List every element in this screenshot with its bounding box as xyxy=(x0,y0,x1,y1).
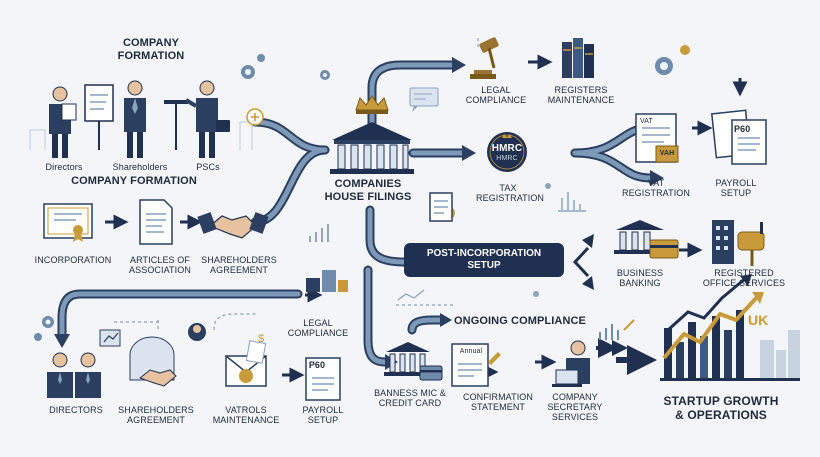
vat-doc-text: VAT xyxy=(640,118,653,125)
tax-registration-label: TAX REGISTRATION xyxy=(476,183,545,203)
p60-bottom-doc-text: P60 xyxy=(308,360,326,370)
legal-compliance-label: LEGAL COMPLIANCE xyxy=(465,85,527,105)
company-formation-title: COMPANY FORMATION xyxy=(117,37,185,62)
books-icon xyxy=(562,38,594,78)
dollar-icon: $ xyxy=(258,333,264,345)
bank-icon xyxy=(614,220,666,254)
handshake-icon xyxy=(197,212,269,239)
mailbox-icon xyxy=(737,222,765,266)
gavel-icon xyxy=(470,37,499,79)
payroll-setup-bottom-label: PAYROLL SETUP xyxy=(302,405,344,425)
business-banking-label: BUSINESS BANKING xyxy=(616,268,664,288)
shareholders-agreement-bottom-label: SHAREHOLDERS AGREEMENT xyxy=(118,405,194,425)
companies-house-building-icon xyxy=(330,122,414,174)
post-incorporation-setup-box: POST-INCORPORATION SETUP xyxy=(404,243,564,277)
vat-registration-label: VAT REGISTRATION xyxy=(621,178,691,198)
shareholders-handshake-icon xyxy=(129,336,177,387)
articles-document-icon xyxy=(139,199,173,245)
screen-card-icon xyxy=(409,87,439,112)
directors-people-icon xyxy=(47,352,101,398)
vah-tag-text: VAH xyxy=(659,150,675,157)
ongoing-compliance-title: ONGOING COMPLIANCE xyxy=(454,315,586,327)
formation-people xyxy=(29,80,253,158)
confirmation-statement-icon xyxy=(451,343,501,387)
legal-compliance-blocks-icon xyxy=(306,270,348,292)
p60-doc-text: P60 xyxy=(734,124,751,134)
envelope-icon xyxy=(225,340,267,387)
business-credit-card-label: BANNESS MIC & CREDIT CARD xyxy=(374,388,446,408)
hmrc-badge-subtext: HMRC xyxy=(496,155,518,162)
confirmation-statement-label: CONFIRMATION STATEMENT xyxy=(462,392,534,412)
chart-screen-icon xyxy=(99,329,121,347)
growth-chart-icon xyxy=(599,274,800,381)
directors-bottom-label: DIRECTORS xyxy=(49,405,103,415)
annual-doc-text: Annual xyxy=(459,348,483,355)
hmrc-badge-icon xyxy=(487,132,527,172)
dashed-connectors xyxy=(114,38,479,331)
certificate-icon xyxy=(43,203,93,242)
vatrols-maintenance-label: VATROLS MAINTENANCE xyxy=(212,405,280,425)
startup-growth-label: STARTUP GROWTH & OPERATIONS xyxy=(663,394,779,422)
small-circles xyxy=(533,183,551,297)
companies-house-filings-label: COMPANIES HOUSE FILINGS xyxy=(324,178,412,203)
crown-icon xyxy=(355,95,389,114)
registered-office-services-label: REGISTERED OFFICE SERVICES xyxy=(702,268,786,288)
p60-document-icon xyxy=(305,357,341,401)
hmrc-badge-text: HMRC xyxy=(491,143,523,154)
payroll-document-icon xyxy=(710,109,767,165)
step-shareholders-agreement: SHAREHOLDERS AGREEMENT xyxy=(201,255,277,275)
card-icon xyxy=(649,239,679,259)
company-secretary-services-label: COMPANY SECRETARY SERVICES xyxy=(547,392,603,422)
tax-document-icon xyxy=(429,192,453,222)
legal-compliance-mid-label: LEGAL COMPLIANCE xyxy=(287,318,349,338)
company-formation-caption: COMPANY FORMATION xyxy=(71,175,197,187)
payroll-setup-label: PAYROLL SETUP xyxy=(715,178,757,198)
office-building-icon xyxy=(712,220,734,264)
mini-chart-icon xyxy=(309,192,586,242)
company-secretary-icon xyxy=(552,340,590,387)
step-incorporation: INCORPORATION xyxy=(34,255,112,265)
vat-document-icon xyxy=(635,113,679,163)
bank-card-icon xyxy=(384,342,443,381)
role-pscs: PSCs xyxy=(196,162,220,172)
role-directors: Directors xyxy=(45,162,83,172)
role-shareholders: Shareholders xyxy=(112,162,168,172)
step-articles-of-association: ARTICLES OF ASSOCIATION xyxy=(129,255,191,275)
uk-badge: UK xyxy=(748,312,769,328)
registers-maintenance-label: REGISTERS MAINTENANCE xyxy=(547,85,615,105)
